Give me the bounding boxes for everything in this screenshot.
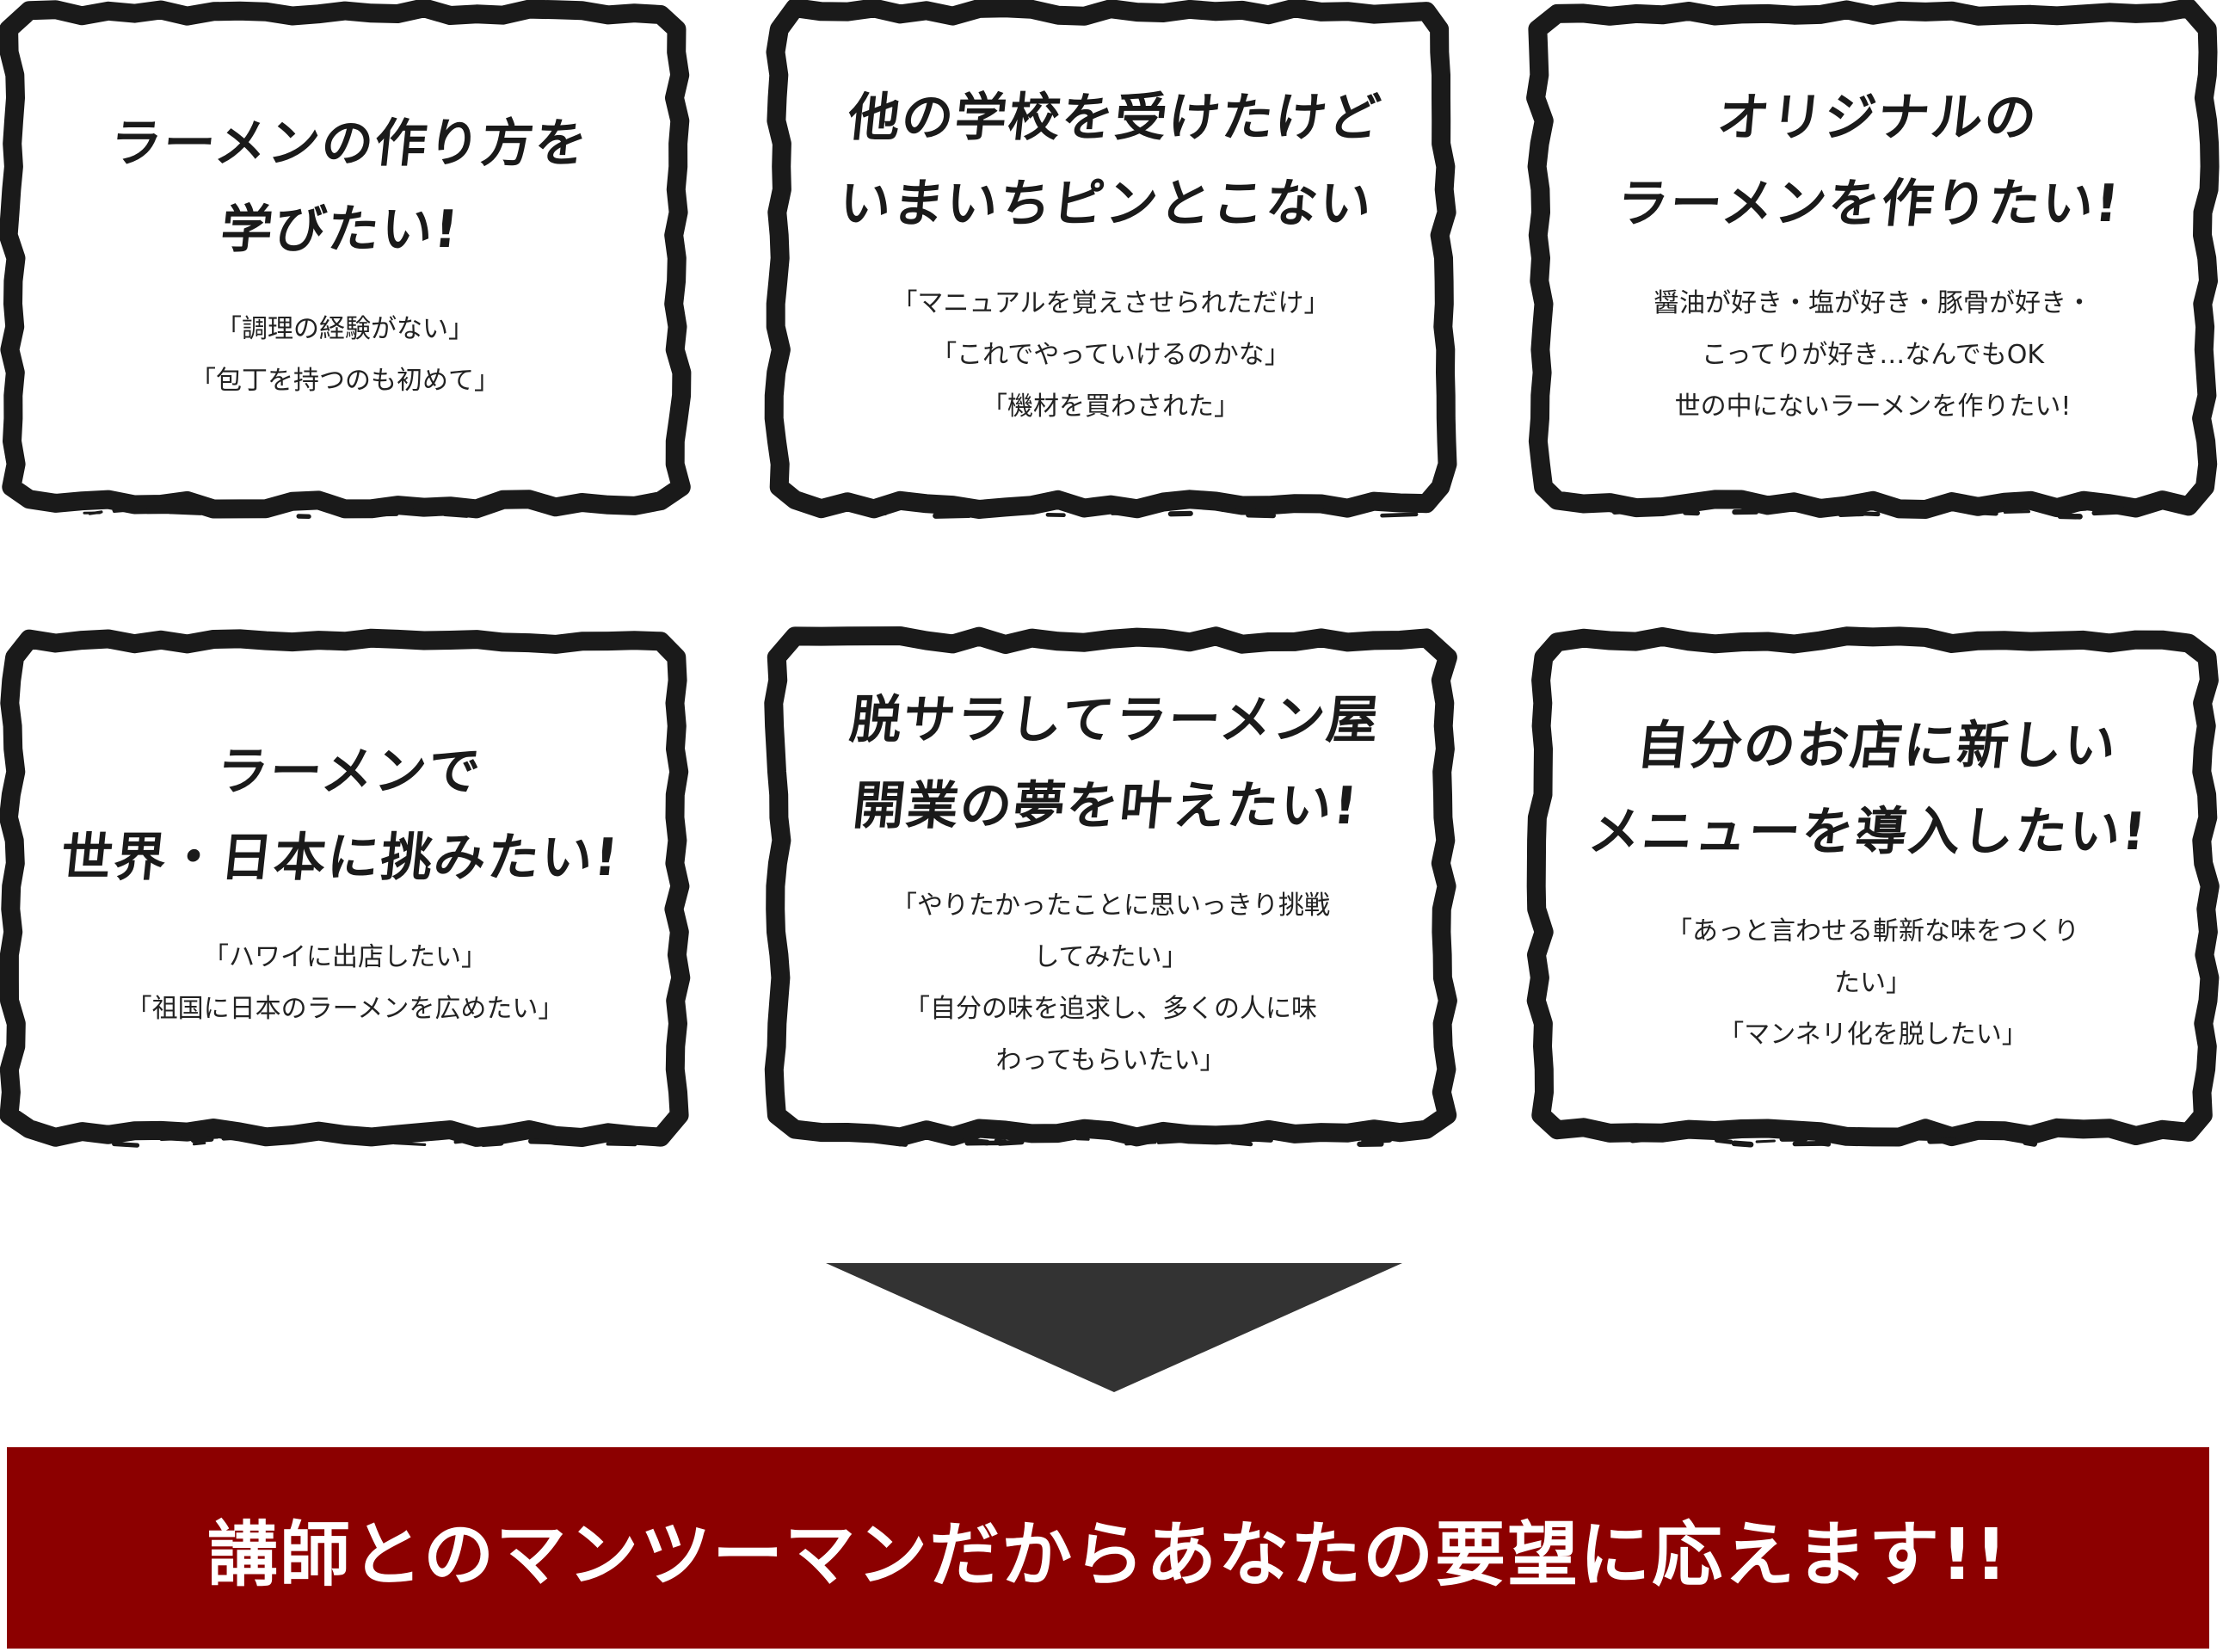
reason-card: 自分のお店に新しい メニューを導入したい! 「あっと言わせる斬新な味をつくり た… <box>1526 626 2220 1148</box>
brush-splatter <box>1361 1137 1393 1144</box>
card-title: 自分のお店に新しい メニューを導入したい! <box>1586 716 2152 862</box>
reason-card: 他の学校を受けたけど いまいちピンとこない 「マニュアルを覚えさせられただけ」 … <box>764 0 1457 519</box>
brush-splatter <box>1731 1140 1754 1148</box>
brush-splatter <box>970 1137 990 1146</box>
brush-frame <box>764 626 1457 1147</box>
brush-frame <box>1526 0 2220 520</box>
card-title: オリジナルの ラーメンを作りたい! <box>1613 88 2123 234</box>
brush-splatter <box>933 512 972 519</box>
card-body: 「あっと言わせる斬新な味をつくり たい」 「マンネリ化を脱したい」 <box>1666 916 2079 1050</box>
brush-splatter <box>1255 508 1269 514</box>
brush-stroke <box>764 0 1457 519</box>
brush-splatter <box>1927 1137 1957 1144</box>
brush-splatter <box>2057 513 2083 520</box>
brush-frame <box>0 0 692 519</box>
brush-splatter <box>441 511 470 518</box>
brush-frame <box>0 628 691 1148</box>
brush-splatter <box>221 1134 249 1141</box>
brush-splatter <box>1247 1136 1273 1143</box>
brush-splatter <box>1230 1140 1253 1147</box>
brush-splatter <box>1917 507 1937 514</box>
brush-stroke <box>1526 626 2220 1147</box>
brush-splatter <box>1156 1139 1185 1144</box>
brush-splatter <box>1323 508 1345 512</box>
brush-splatter <box>2003 509 2031 514</box>
brush-splatter <box>1265 510 1281 515</box>
brush-stroke <box>764 626 1457 1147</box>
reason-card: ラーメンで 世界・日本に挑みたい! 「ハワイに出店したい」 「祖国に日本のラーメ… <box>0 628 691 1148</box>
brush-splatter <box>1755 1139 1776 1143</box>
brush-splatter <box>192 1141 206 1146</box>
brush-splatter <box>894 1141 908 1147</box>
brush-splatter <box>167 508 204 515</box>
brush-splatter <box>1330 1136 1351 1143</box>
brush-splatter <box>1975 510 1998 516</box>
brush-splatter <box>1309 509 1333 514</box>
brush-splatter <box>1992 505 2011 513</box>
brush-splatter <box>577 507 600 512</box>
card-body: 「調理の経験がない」 「包丁を持つのも初めて」 <box>190 314 500 396</box>
brush-splatter <box>962 1138 976 1143</box>
reason-card: ラーメンの作り方を 学びたい! 「調理の経験がない」 「包丁を持つのも初めて」 <box>0 0 692 519</box>
brush-splatter <box>533 1137 557 1143</box>
brush-splatter <box>615 1136 641 1143</box>
brush-splatter <box>190 1136 214 1143</box>
card-body: 醤油が好き・塩が好き・豚骨が好き・ こってりが好き…なんでもOK 世の中にないラ… <box>1653 288 2092 422</box>
brush-splatter <box>832 506 850 513</box>
brush-splatter <box>1124 1140 1157 1146</box>
brush-splatter <box>158 1135 182 1142</box>
brush-splatter <box>994 1138 1007 1143</box>
brush-splatter <box>453 1138 469 1144</box>
card-title: 脱サラしてラーメン屋 開業の夢を叶えたい! <box>847 690 1383 836</box>
brush-splatter <box>1792 1140 1831 1147</box>
brush-splatter <box>1167 510 1193 517</box>
reason-card: オリジナルの ラーメンを作りたい! 醤油が好き・塩が好き・豚骨が好き・ こってり… <box>1526 0 2220 520</box>
brush-splatter <box>2118 1136 2152 1143</box>
brush-stroke <box>0 628 691 1147</box>
brush-frame <box>764 0 1457 519</box>
brush-splatter <box>1075 1137 1090 1141</box>
brush-splatter <box>112 1141 140 1148</box>
brush-stroke <box>0 0 692 519</box>
brush-splatter <box>1111 512 1146 515</box>
card-body: 「ハワイに出店したい」 「祖国に日本のラーメンを広めたい」 <box>126 942 564 1024</box>
reason-card: 脱サラしてラーメン屋 開業の夢を叶えたい! 「やりたかったことに思いっきり挑戦 … <box>764 626 1457 1147</box>
brush-splatter <box>884 505 902 512</box>
brush-splatter <box>2008 1135 2026 1143</box>
brush-splatter <box>606 1142 637 1147</box>
card-title: 他の学校を受けたけど いまいちピンとこない <box>836 88 1385 234</box>
card-title: ラーメンの作り方を 学びたい! <box>107 114 592 260</box>
brush-splatter <box>339 508 373 515</box>
brush-splatter <box>392 1141 427 1147</box>
brush-splatter <box>514 1135 542 1140</box>
brush-splatter <box>1629 1136 1649 1143</box>
card-title: ラーメンで 世界・日本に挑みたい! <box>58 742 624 888</box>
card-body: 「やりたかったことに思いっきり挑戦 してみたい」 「自分の味を追求し、多くの人に… <box>891 891 1330 1076</box>
brush-frame <box>1526 626 2220 1148</box>
brush-stroke <box>1526 0 2220 519</box>
banner-text: 講師とのマンツーマンだからあなたの要望に応えます!! <box>207 1513 2009 1596</box>
cta-banner: 講師とのマンツーマンだからあなたの要望に応えます!! <box>7 1447 2209 1649</box>
card-body: 「マニュアルを覚えさせられただけ」 「これでやっていけるのかな」 「機材を買わさ… <box>891 288 1330 422</box>
down-arrow-icon <box>826 1263 1402 1392</box>
brush-splatter <box>2091 509 2126 516</box>
reason-card-grid: ラーメンの作り方を 学びたい! 「調理の経験がない」 「包丁を持つのも初めて」 … <box>0 0 2220 1148</box>
brush-splatter <box>1611 508 1635 515</box>
brush-splatter <box>1714 1137 1733 1144</box>
brush-splatter <box>203 509 237 515</box>
brush-splatter <box>2023 1139 2038 1147</box>
brush-splatter <box>1246 512 1276 519</box>
brush-splatter <box>1838 511 1866 518</box>
